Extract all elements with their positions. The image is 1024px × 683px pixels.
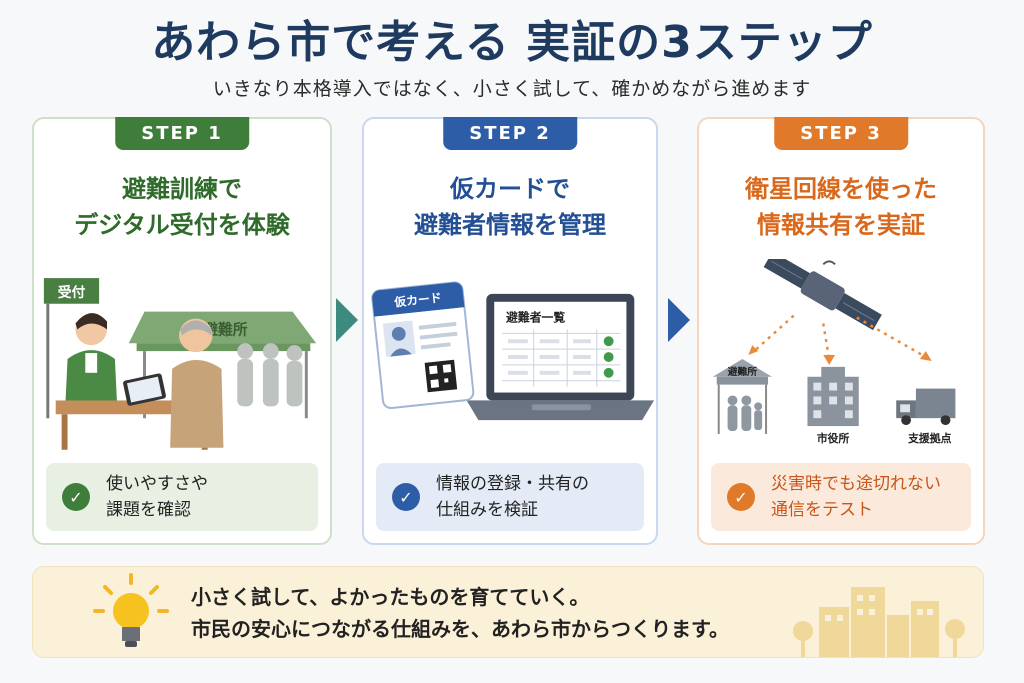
shelter-icon bbox=[712, 359, 772, 434]
step-3-check-text: 災害時でも途切れない 通信をテスト bbox=[771, 471, 941, 523]
step-2-check-line2: 仕組みを検証 bbox=[436, 500, 538, 520]
step-1-check-text: 使いやすさや 課題を確認 bbox=[106, 471, 208, 523]
arrow-right-icon bbox=[336, 298, 358, 342]
card-label: 仮カード bbox=[393, 291, 443, 310]
step-1-card: STEP 1 避難訓練で デジタル受付を体験 避難所 受付 bbox=[32, 117, 332, 545]
support-base-label: 支援拠点 bbox=[907, 431, 951, 445]
check-icon: ✓ bbox=[392, 483, 420, 511]
step-2-check-line1: 情報の登録・共有の bbox=[436, 474, 589, 494]
reception-illustration: 避難所 受付 bbox=[43, 278, 317, 450]
step-3-check: ✓ 災害時でも途切れない 通信をテスト bbox=[711, 463, 971, 531]
summary-line1: 小さく試して、よかったものを育てていく。 bbox=[191, 585, 590, 609]
staff-person-icon bbox=[65, 313, 117, 401]
step-2-title: 仮カードで 避難者情報を管理 bbox=[364, 171, 656, 243]
lightbulb-icon bbox=[93, 573, 169, 647]
step-1-title: 避難訓練で デジタル受付を体験 bbox=[34, 171, 330, 243]
check-icon: ✓ bbox=[62, 483, 90, 511]
temporary-card-icon: 仮カード bbox=[371, 281, 475, 410]
summary-line2: 市民の安心につながる仕組みを、あわら市からつくります。 bbox=[191, 617, 729, 641]
step-1-check-line1: 使いやすさや bbox=[106, 474, 208, 494]
page-subtitle: いきなり本格導入ではなく、小さく試して、確かめながら進めます bbox=[212, 78, 812, 100]
shelter-label: 避難所 bbox=[728, 365, 758, 378]
satellite-icon bbox=[763, 259, 882, 331]
step-1-title-line2: デジタル受付を体験 bbox=[74, 211, 290, 239]
summary-banner: 小さく試して、よかったものを育てていく。 市民の安心につながる仕組みを、あわら市… bbox=[32, 566, 984, 658]
step-3-check-line1: 災害時でも途切れない bbox=[771, 474, 941, 494]
arrow-right-icon bbox=[668, 298, 690, 342]
step-3-title-line1: 衛星回線を使った bbox=[745, 175, 937, 203]
step-1-title-line1: 避難訓練で bbox=[122, 175, 242, 203]
step-2-card: STEP 2 仮カードで 避難者情報を管理 避難者一覧 bbox=[362, 117, 658, 545]
qr-code-icon bbox=[424, 359, 458, 393]
city-skyline-icon bbox=[793, 587, 965, 657]
step-3-badge: STEP 3 bbox=[774, 117, 908, 150]
truck-icon bbox=[896, 388, 956, 426]
tent-roof-icon bbox=[128, 311, 317, 344]
step-3-title-line2: 情報共有を実証 bbox=[757, 211, 925, 239]
step-3-check-line2: 通信をテスト bbox=[771, 500, 873, 520]
step-2-title-line1: 仮カードで bbox=[450, 175, 570, 203]
city-hall-label: 市役所 bbox=[817, 431, 850, 445]
queue-people-icon bbox=[237, 343, 303, 407]
step-1-check: ✓ 使いやすさや 課題を確認 bbox=[46, 463, 318, 531]
city-hall-icon bbox=[807, 366, 859, 427]
screen-title: 避難者一覧 bbox=[506, 311, 565, 325]
tent-label: 避難所 bbox=[203, 320, 248, 338]
step-2-title-line2: 避難者情報を管理 bbox=[414, 211, 606, 239]
page-title: あわら市で考える 実証の3ステップ bbox=[151, 17, 873, 68]
step-2-check-text: 情報の登録・共有の 仕組みを検証 bbox=[436, 471, 589, 523]
visitor-person-icon bbox=[170, 318, 224, 448]
reception-sign-label: 受付 bbox=[58, 284, 86, 301]
step-1-badge: STEP 1 bbox=[115, 117, 249, 150]
satellite-illustration: 避難所 市役所 支援拠点 bbox=[712, 259, 956, 445]
checkmark-icon bbox=[603, 336, 614, 378]
step-2-badge: STEP 2 bbox=[443, 117, 577, 150]
step-3-card: STEP 3 衛星回線を使った 情報共有を実証 bbox=[697, 117, 985, 545]
step-2-check: ✓ 情報の登録・共有の 仕組みを検証 bbox=[376, 463, 644, 531]
step-1-check-line2: 課題を確認 bbox=[106, 500, 191, 520]
reception-sign bbox=[43, 278, 100, 304]
check-icon: ✓ bbox=[727, 483, 755, 511]
step-3-title: 衛星回線を使った 情報共有を実証 bbox=[699, 171, 983, 243]
summary-text: 小さく試して、よかったものを育てていく。 市民の安心につながる仕組みを、あわら市… bbox=[191, 581, 729, 645]
data-management-illustration: 避難者一覧 仮カード bbox=[371, 281, 655, 421]
